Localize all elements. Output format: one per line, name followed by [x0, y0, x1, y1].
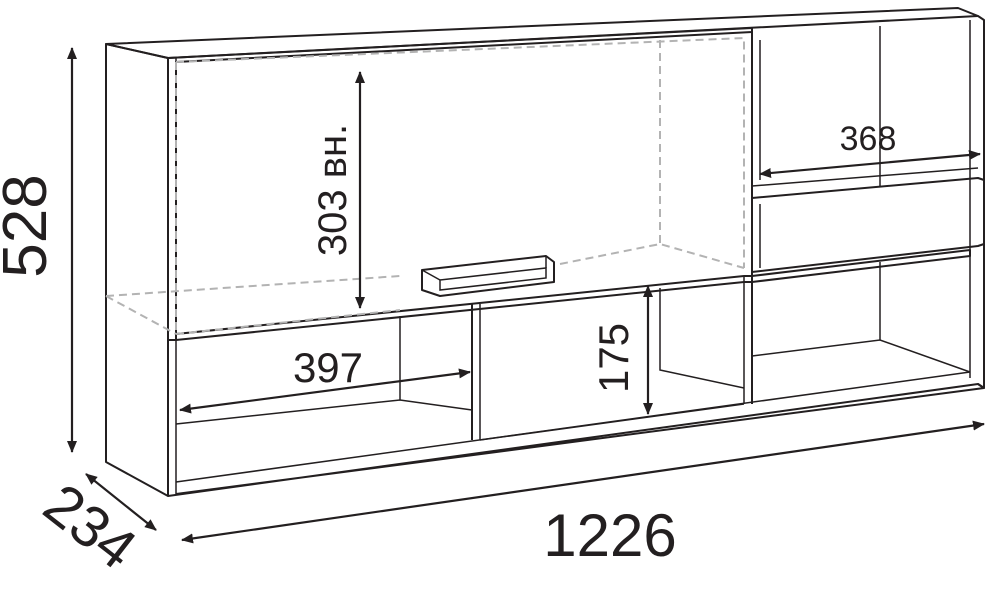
dimension-arrows	[67, 47, 985, 544]
bottom-panel	[167, 383, 985, 497]
shelf-height-label: 175	[590, 323, 637, 393]
lower-shelf-back-mid	[659, 288, 745, 389]
cabinet-body	[105, 7, 985, 497]
middle-shelf	[175, 249, 971, 341]
height-label: 528	[0, 174, 60, 277]
width-arrow	[181, 420, 985, 544]
shelf-width-label: 397	[293, 344, 363, 391]
hidden-lines	[105, 36, 745, 335]
right-width-arrow	[759, 150, 981, 178]
width-label: 1226	[543, 502, 676, 569]
left-side-panel	[105, 43, 169, 497]
door-handle	[421, 255, 555, 297]
right-drawer	[751, 177, 985, 273]
lower-shelf-right	[751, 339, 971, 373]
depth-arrow	[85, 473, 157, 531]
inner-height-label: 303 вн.	[311, 124, 355, 256]
shelf-width-arrow	[179, 368, 471, 414]
depth-label: 234	[32, 471, 148, 582]
right-width-label: 368	[840, 120, 897, 158]
top-panel	[105, 7, 979, 59]
